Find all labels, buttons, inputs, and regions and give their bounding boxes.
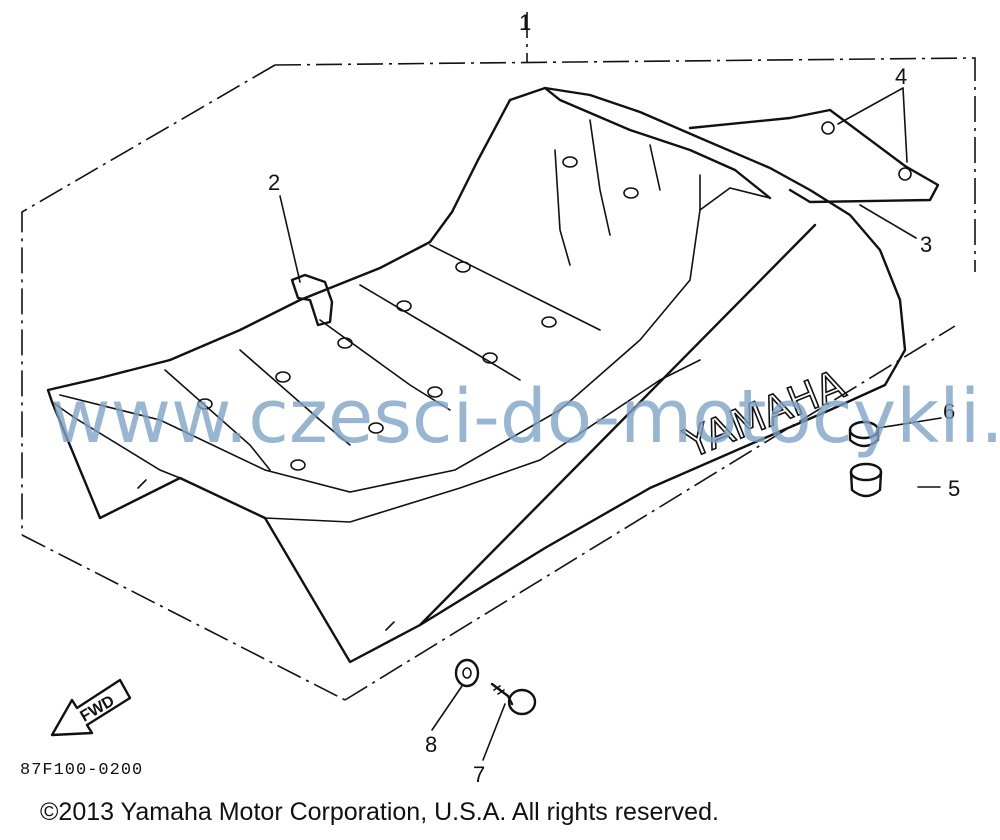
watermark: www.czesci-do-motocykli.pl xyxy=(50,374,1000,460)
washer xyxy=(454,658,480,688)
callout-4: 4 xyxy=(895,64,907,89)
rear-bracket xyxy=(688,108,940,204)
leader-line-7 xyxy=(482,703,506,761)
assembly-boundary xyxy=(21,57,976,701)
rear-mount-mark xyxy=(385,621,395,631)
copyright-text: ©2013 Yamaha Motor Corporation, U.S.A. A… xyxy=(40,798,719,826)
leader-line-6 xyxy=(877,417,942,429)
damper xyxy=(849,462,883,498)
seat-strap xyxy=(290,273,334,327)
seat-buttons xyxy=(197,156,639,471)
seat-cushion-line xyxy=(59,187,771,493)
callout-2: 2 xyxy=(268,170,280,195)
bolt xyxy=(490,682,537,716)
callout-3: 3 xyxy=(920,232,932,257)
callout-1: 1 xyxy=(519,10,531,35)
leader-line-8 xyxy=(431,685,463,731)
leader-line-4a xyxy=(837,87,904,125)
front-mount-mark xyxy=(137,479,147,489)
fwd-label: FWD xyxy=(78,693,118,726)
side-ridge xyxy=(418,223,817,627)
rear-hump-edge xyxy=(543,86,772,200)
leader-line-3 xyxy=(859,204,917,239)
part-code: 87F100-0200 xyxy=(20,761,143,780)
leader-line-2 xyxy=(279,195,301,283)
leader-lines xyxy=(279,87,942,761)
callout-5: 5 xyxy=(948,476,960,501)
callout-8: 8 xyxy=(425,732,437,757)
seat-front-lip xyxy=(51,401,181,479)
collar xyxy=(848,420,880,448)
fwd-arrow: FWD xyxy=(50,678,132,737)
callouts: 1 2 3 4 5 6 7 8 xyxy=(268,10,960,787)
leader-line-4b xyxy=(902,87,908,163)
callout-6: 6 xyxy=(943,399,955,424)
callout-7: 7 xyxy=(473,762,485,787)
seat-bottom-edge xyxy=(264,359,701,523)
